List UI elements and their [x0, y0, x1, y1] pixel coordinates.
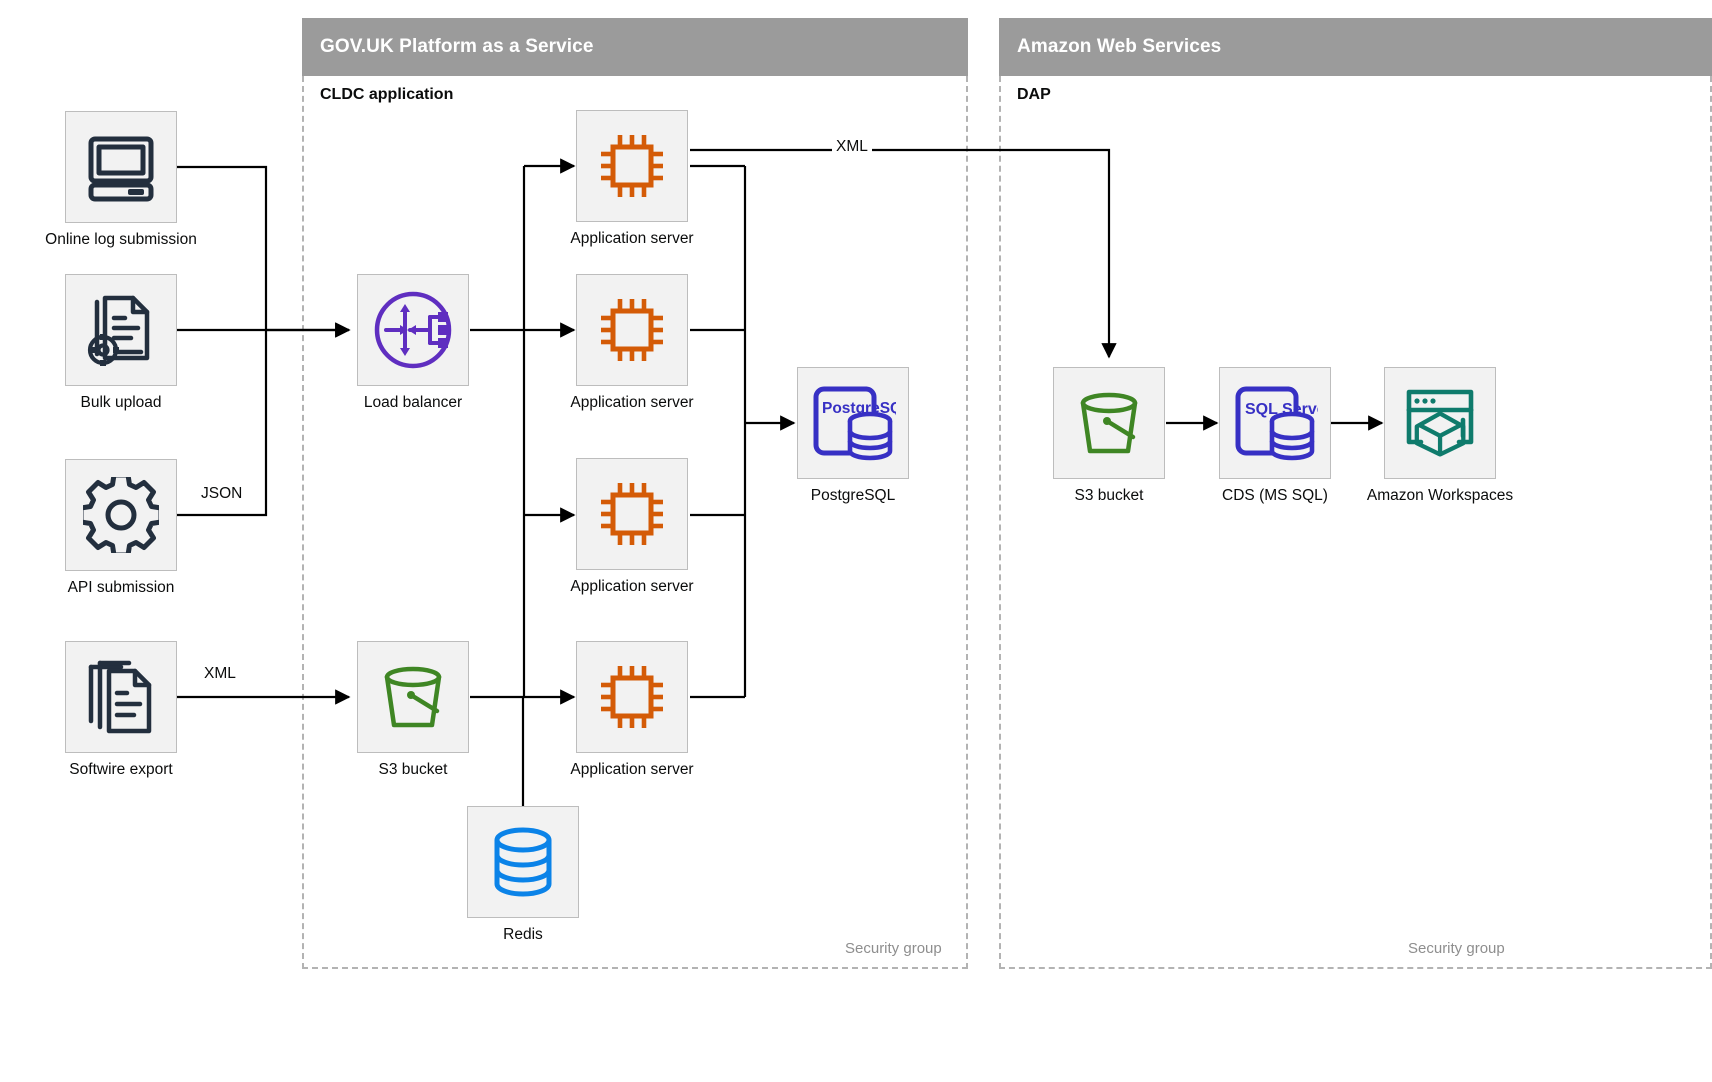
caption-online-log-submission: Online log submission [45, 231, 197, 248]
security-group-paas [302, 76, 968, 969]
tile-redis [467, 806, 579, 918]
node-online-log-submission[interactable]: Online log submission [45, 111, 197, 248]
node-paas-s3-bucket[interactable]: S3 bucket [357, 641, 469, 778]
edge-label-xml-softwire: XML [200, 665, 240, 683]
sql-server-icon: SQL Server [1235, 386, 1318, 461]
security-group-label-paas: Security group [845, 940, 942, 957]
caption-redis: Redis [503, 926, 543, 943]
tile-softwire-export [65, 641, 177, 753]
caption-bulk-upload: Bulk upload [80, 394, 162, 411]
load-balancer-icon [374, 291, 452, 369]
caption-app-server-2: Application server [570, 394, 694, 411]
caption-paas-s3-bucket: S3 bucket [378, 761, 448, 778]
node-redis[interactable]: Redis [467, 806, 579, 943]
tile-postgresql: PostgreSQL [797, 367, 909, 479]
caption-cds-ms-sql: CDS (MS SQL) [1222, 487, 1328, 504]
s3-bucket-icon [1080, 392, 1138, 454]
caption-aws-s3-bucket: S3 bucket [1074, 487, 1144, 504]
node-bulk-upload[interactable]: Bulk upload [65, 274, 177, 411]
group-title-paas: GOV.UK Platform as a Service [320, 36, 594, 57]
caption-api-submission: API submission [67, 579, 175, 596]
desktop-computer-icon [88, 136, 154, 202]
edge-label-xml-dap: XML [832, 138, 872, 156]
caption-app-server-4: Application server [570, 761, 694, 778]
node-softwire-export[interactable]: Softwire export [65, 641, 177, 778]
node-amazon-workspaces[interactable]: Amazon Workspaces [1367, 367, 1513, 504]
group-title-aws: Amazon Web Services [1017, 36, 1222, 57]
tile-app-server-4 [576, 641, 688, 753]
sublabel-cldc-application: CLDC application [320, 86, 454, 103]
tile-app-server-3 [576, 458, 688, 570]
cpu-chip-icon [601, 483, 663, 545]
node-api-submission[interactable]: API submission [65, 459, 177, 596]
tile-app-server-1 [576, 110, 688, 222]
security-group-aws [999, 76, 1712, 969]
tile-online-log-submission [65, 111, 177, 223]
group-header-aws: Amazon Web Services [999, 18, 1712, 76]
tile-cds-ms-sql: SQL Server [1219, 367, 1331, 479]
edge-label-json: JSON [197, 485, 247, 503]
node-app-server-1[interactable]: Application server [570, 110, 694, 247]
caption-app-server-3: Application server [570, 578, 694, 595]
tile-aws-s3-bucket [1053, 367, 1165, 479]
gear-icon [83, 477, 159, 553]
amazon-workspaces-icon [1406, 389, 1474, 457]
caption-app-server-1: Application server [570, 230, 694, 247]
node-app-server-3[interactable]: Application server [570, 458, 694, 595]
node-app-server-4[interactable]: Application server [570, 641, 694, 778]
node-app-server-2[interactable]: Application server [570, 274, 694, 411]
tile-load-balancer [357, 274, 469, 386]
caption-softwire-export: Softwire export [69, 761, 173, 778]
caption-load-balancer: Load balancer [363, 394, 463, 411]
caption-postgresql: PostgreSQL [810, 487, 896, 504]
redis-database-icon [494, 827, 552, 897]
postgresql-icon: PostgreSQL [813, 386, 896, 461]
sublabel-dap: DAP [1017, 86, 1051, 103]
tile-app-server-2 [576, 274, 688, 386]
node-aws-s3-bucket[interactable]: S3 bucket [1053, 367, 1165, 504]
node-cds-ms-sql[interactable]: SQL Server CDS (MS SQL) [1219, 367, 1331, 504]
documents-gear-icon [87, 295, 150, 366]
security-group-label-aws: Security group [1408, 940, 1505, 957]
stacked-documents-icon [88, 660, 152, 734]
tile-amazon-workspaces [1384, 367, 1496, 479]
cpu-chip-icon [601, 666, 663, 728]
tile-paas-s3-bucket [357, 641, 469, 753]
cpu-chip-icon [601, 299, 663, 361]
node-postgresql[interactable]: PostgreSQL PostgreSQL [797, 367, 909, 504]
s3-bucket-icon [384, 666, 442, 728]
group-header-paas: GOV.UK Platform as a Service [302, 18, 968, 76]
cpu-chip-icon [601, 135, 663, 197]
caption-amazon-workspaces: Amazon Workspaces [1366, 487, 1514, 504]
node-load-balancer[interactable]: Load balancer [357, 274, 469, 411]
tile-api-submission [65, 459, 177, 571]
tile-bulk-upload [65, 274, 177, 386]
